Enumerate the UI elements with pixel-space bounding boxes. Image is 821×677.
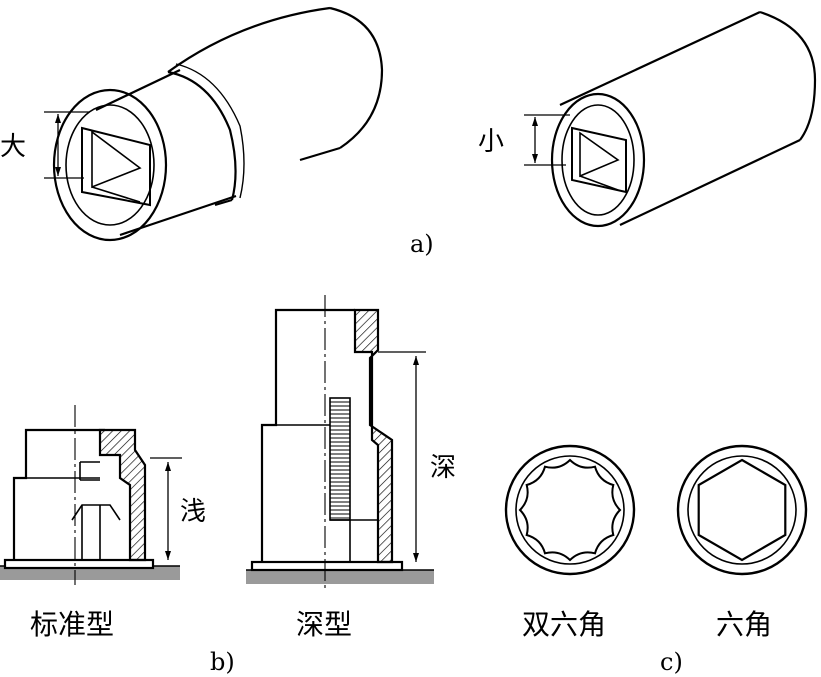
socket-standard — [3, 428, 155, 570]
subfigure-a-label: a) — [410, 230, 434, 258]
hex-socket — [676, 444, 808, 576]
ground-deep — [246, 569, 434, 584]
dim-large — [44, 111, 90, 179]
label-small: 小 — [478, 127, 504, 157]
dim-deep — [378, 351, 426, 562]
label-double-hex: 双六角 — [522, 608, 606, 641]
label-large: 大 — [0, 132, 26, 162]
label-hex: 六角 — [716, 608, 772, 641]
label-standard-type: 标准型 — [30, 608, 114, 641]
socket-deep — [250, 308, 404, 572]
double-hex-socket — [504, 444, 636, 576]
label-deep: 深 — [430, 453, 456, 483]
subfigure-c-label: c) — [660, 648, 683, 676]
subfigure-b-label: b) — [210, 648, 235, 676]
socket-large-drive — [52, 6, 384, 242]
socket-small-drive — [550, 10, 817, 228]
dim-small — [524, 114, 570, 166]
label-deep-type: 深型 — [296, 608, 352, 641]
label-shallow: 浅 — [180, 497, 206, 527]
dim-shallow — [150, 457, 182, 560]
